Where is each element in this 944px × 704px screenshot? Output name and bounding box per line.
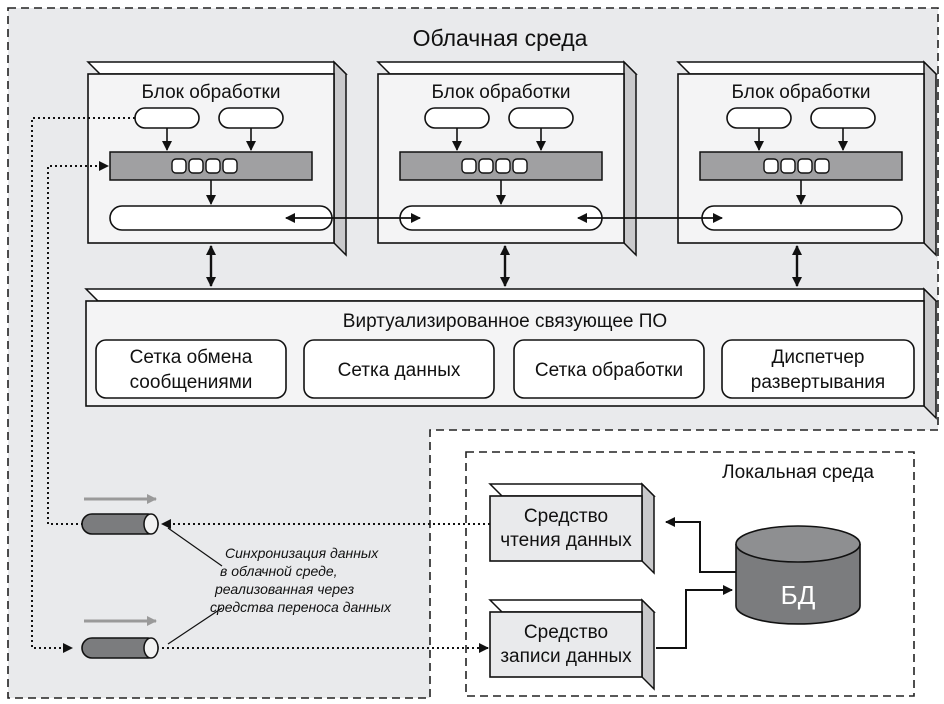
note-line: реализованная через xyxy=(214,581,355,597)
component-label: Диспетчер xyxy=(772,347,865,368)
shared-bus xyxy=(399,205,603,231)
local-title: Локальная среда xyxy=(722,462,874,483)
shared-bus xyxy=(701,205,903,231)
note-pointer xyxy=(167,527,223,567)
note-line: Синхронизация данных xyxy=(225,545,379,561)
input-port xyxy=(508,107,574,129)
sync-path-out xyxy=(31,117,135,653)
input-port xyxy=(134,107,200,129)
writer-label: Средство xyxy=(524,622,608,643)
component-label: Сетка обработки xyxy=(535,360,683,381)
component-label: развертывания xyxy=(751,372,885,393)
database: БД xyxy=(735,525,861,625)
data-reader: Средство чтения данных xyxy=(488,482,656,575)
note-pointer xyxy=(167,607,223,645)
input-port xyxy=(218,107,284,129)
processing-unit-2: Блок обработки xyxy=(376,60,638,257)
virtualized-middleware: Виртуализированное связующее ПО Сетка об… xyxy=(84,287,938,420)
middleware-component-processing-grid xyxy=(513,339,705,399)
component-label: Сетка обмена xyxy=(130,347,253,368)
database-label: БД xyxy=(781,580,816,610)
middleware-title: Виртуализированное связующее ПО xyxy=(343,311,667,332)
processing-unit-label: Блок обработки xyxy=(142,82,281,103)
sync-note: Синхронизация данных в облачной среде, р… xyxy=(210,545,392,615)
note-line: в облачной среде, xyxy=(220,563,338,579)
note-line: средства переноса данных xyxy=(210,599,392,615)
processing-unit-label: Блок обработки xyxy=(432,82,571,103)
writer-label: записи данных xyxy=(500,646,632,667)
queue-bar xyxy=(109,151,313,181)
reader-label: Средство xyxy=(524,506,608,527)
component-label: Сетка данных xyxy=(338,360,461,381)
processing-unit-label: Блок обработки xyxy=(732,82,871,103)
component-label: сообщениями xyxy=(130,372,253,393)
cloud-title: Облачная среда xyxy=(413,25,588,51)
processing-unit-3: Блок обработки xyxy=(676,60,938,257)
middleware-component-data-grid xyxy=(303,339,495,399)
writer-to-db-arrow xyxy=(656,585,733,649)
input-port xyxy=(810,107,876,129)
transfer-channel-in xyxy=(81,494,159,535)
middleware-component-deployment-manager xyxy=(721,339,915,399)
processing-unit-1: Блок обработки xyxy=(86,60,348,257)
db-to-reader-arrow xyxy=(665,517,736,573)
input-port xyxy=(424,107,490,129)
input-port xyxy=(726,107,792,129)
middleware-component-messaging-grid xyxy=(95,339,287,399)
data-writer: Средство записи данных xyxy=(488,598,656,691)
transfer-channel-out xyxy=(81,616,159,659)
reader-label: чтения данных xyxy=(500,530,632,551)
